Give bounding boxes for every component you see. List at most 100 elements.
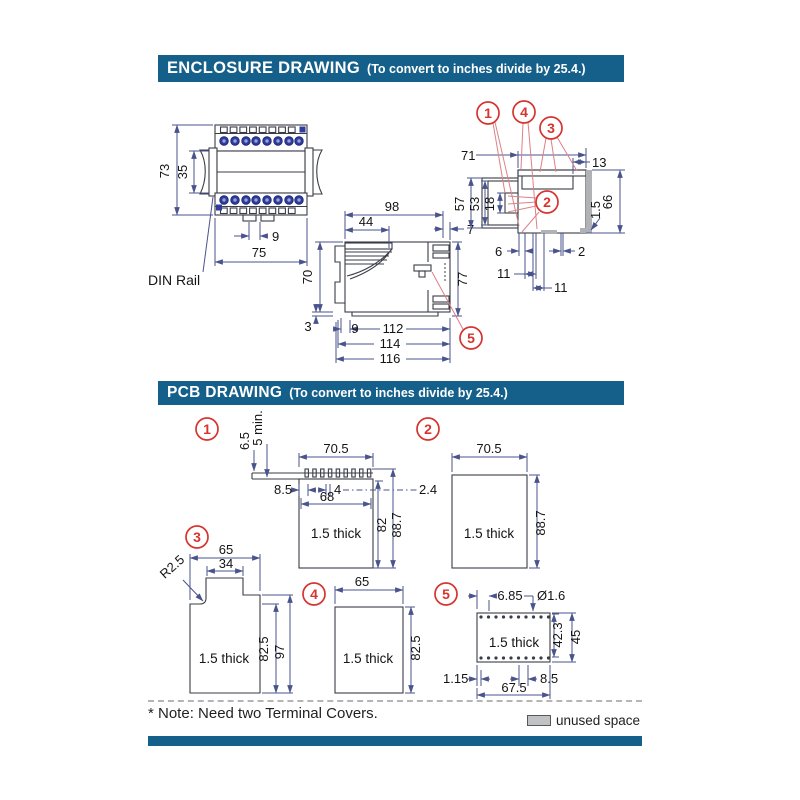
pcb4-callout-badge bbox=[302, 582, 326, 606]
unused-space-label: unused space bbox=[556, 713, 641, 728]
pcb1-callout-badge bbox=[195, 417, 219, 441]
pcb-header-subtitle: (To convert to inches divide by 25.4.) bbox=[289, 386, 508, 400]
pcb1-dim-4: 4 bbox=[334, 482, 341, 497]
pcb5-hole-rows bbox=[479, 615, 551, 660]
dim-rear-11b: 11 bbox=[554, 280, 568, 295]
dim-side-77: 77 bbox=[455, 272, 470, 286]
pcb4-dim-82-5: 82.5 bbox=[408, 635, 423, 660]
pcb2-callout-number: 2 bbox=[424, 421, 432, 437]
pcb2-thickness-label: 1.5 thick bbox=[464, 526, 515, 541]
pcb5-dim-6-85: 6.85 bbox=[497, 588, 522, 603]
pcb5-dim-45: 45 bbox=[568, 630, 583, 644]
dashed-separator bbox=[148, 700, 642, 702]
pcb1-dim-82: 82 bbox=[374, 518, 389, 532]
pcb1-pins bbox=[304, 468, 372, 478]
pcb-drawing-5: 5 6.85 Ø1.6 42.3 45 bbox=[434, 582, 583, 699]
pcb-drawing-4: 4 65 82.5 1.5 thick bbox=[302, 574, 423, 694]
pcb5-thickness-label: 1.5 thick bbox=[489, 635, 540, 650]
dim-rear-6: 6 bbox=[495, 244, 502, 259]
pcb1-thickness-label: 1.5 thick bbox=[311, 526, 362, 541]
pcb5-callout-badge bbox=[434, 582, 458, 606]
dim-front-slot-width: 9 bbox=[272, 229, 279, 244]
dim-side-3: 3 bbox=[304, 319, 311, 334]
dim-side-114: 114 bbox=[380, 336, 401, 351]
pcb5-dim-1-15: 1.15 bbox=[443, 671, 468, 686]
enclosure-front-view: 73 35 9 75 DIN Rail bbox=[148, 124, 323, 288]
callout-5-number: 5 bbox=[467, 330, 475, 346]
unused-space-swatch-icon bbox=[527, 715, 551, 726]
pcb1-dim-70-5: 70.5 bbox=[323, 441, 348, 456]
terminal-screws-top bbox=[219, 136, 304, 146]
terminal-covers-note: * Note: Need two Terminal Covers. bbox=[148, 705, 378, 722]
pcb1-dim-88-7: 88.7 bbox=[389, 512, 404, 537]
pcb1-dim-6-5: 6.5 bbox=[237, 432, 252, 450]
pcb-drawing-header: PCB DRAWING (To convert to inches divide… bbox=[158, 381, 624, 405]
enclosure-drawing-header: ENCLOSURE DRAWING (To convert to inches … bbox=[158, 55, 624, 82]
callout-2-badge bbox=[535, 190, 559, 214]
dim-rear-18: 18 bbox=[482, 197, 497, 211]
pcb3-thickness-label: 1.5 thick bbox=[199, 651, 250, 666]
dim-side-7: 7 bbox=[467, 222, 474, 237]
dim-side-116: 116 bbox=[380, 351, 401, 366]
din-rail-label: DIN Rail bbox=[148, 272, 200, 288]
pcb-header-title: PCB DRAWING bbox=[167, 384, 283, 401]
pcb4-dim-65: 65 bbox=[355, 574, 369, 589]
enclosure-header-subtitle: (To convert to inches divide by 25.4.) bbox=[367, 61, 586, 76]
callout-1-badge bbox=[476, 101, 500, 125]
pcb3-dim-r2-5: R2.5 bbox=[157, 552, 187, 582]
enclosure-rear-view: 71 13 57 53 18 66 1.5 6 bbox=[452, 100, 625, 295]
pcb3-callout-badge bbox=[185, 525, 209, 549]
pcb2-callout-badge bbox=[416, 417, 440, 441]
terminal-slot-row-bottom bbox=[216, 204, 296, 215]
pcb1-dim-8-5: 8.5 bbox=[274, 482, 292, 497]
dim-rear-57: 57 bbox=[452, 197, 467, 211]
callout-4-badge bbox=[512, 100, 536, 124]
callout-4-number: 4 bbox=[520, 104, 528, 120]
dim-rear-13: 13 bbox=[592, 155, 606, 170]
dim-side-70: 70 bbox=[300, 270, 315, 284]
pcb5-dim-dia: Ø1.6 bbox=[537, 588, 565, 603]
callout-2-number: 2 bbox=[543, 194, 551, 210]
dim-rear-1-5: 1.5 bbox=[588, 201, 603, 219]
callout-3-badge bbox=[539, 116, 563, 140]
callout-1-number: 1 bbox=[484, 105, 492, 121]
pcb3-dim-65: 65 bbox=[219, 542, 233, 557]
terminal-slot-row-top bbox=[219, 126, 306, 134]
pcb-drawing-3: 3 65 34 R2.5 82.5 97 1.5 thick bbox=[157, 525, 293, 694]
pcb3-dim-97: 97 bbox=[272, 645, 287, 659]
dim-rear-2: 2 bbox=[578, 244, 585, 259]
dim-rear-53: 53 bbox=[467, 197, 482, 211]
enclosure-header-title: ENCLOSURE DRAWING bbox=[167, 59, 361, 77]
dim-side-112: 112 bbox=[383, 321, 404, 336]
callout-5-badge bbox=[459, 326, 483, 350]
dim-side-98: 98 bbox=[385, 199, 399, 214]
pcb1-callout-number: 1 bbox=[203, 421, 211, 437]
pcb3-dim-82-5: 82.5 bbox=[256, 636, 271, 661]
pcb5-dim-67-5: 67.5 bbox=[501, 680, 526, 695]
terminal-screws-bottom bbox=[219, 195, 304, 205]
pcb5-dim-42-3: 42.3 bbox=[550, 622, 565, 647]
dim-front-width: 75 bbox=[252, 245, 266, 260]
pcb4-callout-number: 4 bbox=[310, 586, 318, 602]
pcb1-dim-2-4: 2.4 bbox=[419, 482, 437, 497]
unused-space-legend: unused space bbox=[527, 713, 640, 728]
pcb3-dim-34: 34 bbox=[219, 556, 233, 571]
footer-bar bbox=[148, 736, 642, 746]
enclosure-side-view: 98 44 7 70 77 9 112 bbox=[300, 199, 483, 366]
dim-front-height: 73 bbox=[157, 164, 172, 178]
callout-3-number: 3 bbox=[547, 120, 555, 136]
pcb-drawing-2: 2 70.5 88.7 1.5 thick bbox=[416, 417, 548, 569]
pcb2-dim-70-5: 70.5 bbox=[476, 441, 501, 456]
pcb1-dim-68: 68 bbox=[320, 489, 334, 504]
pcb1-dim-5-min: 5 min. bbox=[250, 410, 265, 445]
dim-rear-71: 71 bbox=[461, 148, 475, 163]
dim-rear-66: 66 bbox=[600, 195, 615, 209]
dim-rear-11a: 11 bbox=[497, 266, 511, 281]
pcb4-thickness-label: 1.5 thick bbox=[343, 651, 394, 666]
pcb5-callout-number: 5 bbox=[442, 586, 450, 602]
dim-side-9: 9 bbox=[351, 321, 358, 336]
dim-side-44: 44 bbox=[359, 214, 373, 229]
dim-front-window-height: 35 bbox=[175, 165, 190, 179]
